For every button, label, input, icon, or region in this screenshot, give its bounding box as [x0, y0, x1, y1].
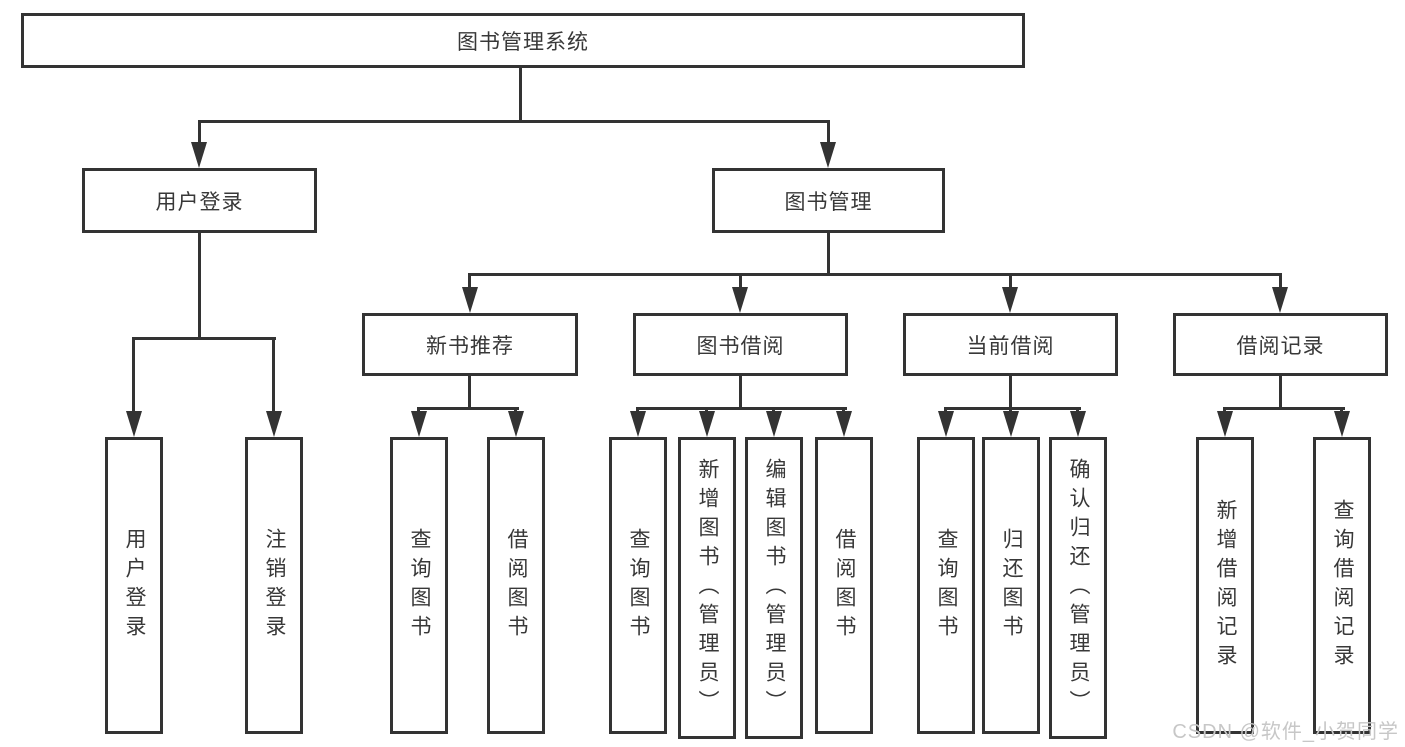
- node-root: 图书管理系统: [21, 13, 1025, 68]
- node-book-mgmt: 图书管理: [712, 168, 945, 233]
- leaf-current-query-books: 查询图书: [917, 437, 975, 734]
- arrow-current-query: [938, 411, 954, 437]
- arrow-user-login: [191, 142, 207, 168]
- connector-newbook-vertical: [468, 376, 471, 409]
- node-current-borrow: 当前借阅: [903, 313, 1118, 376]
- arrow-leaf-login: [126, 411, 142, 437]
- arrow-newbook-borrowbook: [508, 411, 524, 437]
- node-root-label: 图书管理系统: [457, 30, 589, 54]
- connector-user-login-horizontal: [132, 337, 276, 340]
- leaf-borrow-add-books-admin: 新增图书（管理员）: [678, 437, 736, 739]
- connector-current-vertical: [1009, 376, 1012, 409]
- leaf-records-add-record-label: 新增借阅记录: [1214, 498, 1237, 673]
- leaf-records-query-record: 查询借阅记录: [1313, 437, 1371, 734]
- node-borrow-records-label: 借阅记录: [1236, 334, 1325, 358]
- node-user-login-label: 用户登录: [155, 190, 244, 214]
- leaf-records-add-record: 新增借阅记录: [1196, 437, 1254, 734]
- connector-stem-current: [1009, 273, 1012, 291]
- connector-records-horizontal: [1223, 407, 1345, 410]
- leaf-user-login: 用户登录: [105, 437, 163, 734]
- arrow-current: [1002, 287, 1018, 313]
- connector-user-login-vertical: [198, 233, 201, 339]
- leaf-borrow-borrow-books-label: 借阅图书: [833, 527, 856, 644]
- connector-borrow-vertical: [739, 376, 742, 409]
- leaf-logout-label: 注销登录: [263, 527, 286, 644]
- connector-stem-leaf-login: [132, 337, 135, 417]
- arrow-borrow-borrowbook: [836, 411, 852, 437]
- connector-newbook-horizontal: [417, 407, 519, 410]
- arrow-book-mgmt: [820, 142, 836, 168]
- node-borrow-records: 借阅记录: [1173, 313, 1388, 376]
- node-book-borrow-label: 图书借阅: [696, 334, 785, 358]
- connector-stem-leaf-logout: [272, 337, 275, 417]
- connector-book-mgmt-vertical: [827, 233, 830, 275]
- arrow-current-return: [1003, 411, 1019, 437]
- leaf-borrow-query-books: 查询图书: [609, 437, 667, 734]
- leaf-borrow-edit-books-admin: 编辑图书（管理员）: [745, 437, 803, 739]
- node-current-borrow-label: 当前借阅: [966, 334, 1055, 358]
- arrow-newbook: [462, 287, 478, 313]
- connector-stem-records: [1279, 273, 1282, 291]
- connector-stem-book-mgmt: [827, 120, 830, 146]
- leaf-current-query-books-label: 查询图书: [935, 527, 958, 644]
- connector-stem-borrow: [739, 273, 742, 291]
- connector-borrow-horizontal: [636, 407, 847, 410]
- connector-stem-user-login: [198, 120, 201, 146]
- leaf-logout: 注销登录: [245, 437, 303, 734]
- leaf-newbook-query-books-label: 查询图书: [408, 527, 431, 644]
- arrow-current-confirm: [1070, 411, 1086, 437]
- arrow-borrow: [732, 287, 748, 313]
- node-user-login: 用户登录: [82, 168, 317, 233]
- connector-level2-horizontal: [198, 120, 830, 123]
- leaf-current-confirm-return-admin-label: 确认归还（管理员）: [1067, 457, 1090, 719]
- leaf-borrow-query-books-label: 查询图书: [627, 527, 650, 644]
- leaf-borrow-add-books-admin-label: 新增图书（管理员）: [696, 457, 719, 719]
- leaf-newbook-borrow-books: 借阅图书: [487, 437, 545, 734]
- connector-root-vertical: [519, 68, 522, 122]
- arrow-records-query: [1334, 411, 1350, 437]
- node-newbook-recommend-label: 新书推荐: [426, 334, 514, 358]
- node-book-borrow: 图书借阅: [633, 313, 848, 376]
- arrow-borrow-query: [630, 411, 646, 437]
- arrow-newbook-query: [411, 411, 427, 437]
- leaf-user-login-label: 用户登录: [123, 527, 146, 644]
- arrow-records-add: [1217, 411, 1233, 437]
- leaf-borrow-edit-books-admin-label: 编辑图书（管理员）: [763, 457, 786, 719]
- arrow-borrow-edit: [766, 411, 782, 437]
- leaf-newbook-query-books: 查询图书: [390, 437, 448, 734]
- connector-level3-horizontal: [468, 273, 1282, 276]
- leaf-borrow-borrow-books: 借阅图书: [815, 437, 873, 734]
- connector-current-horizontal: [944, 407, 1081, 410]
- csdn-watermark: CSDN @软件_小贺同学: [1172, 721, 1399, 743]
- leaf-current-confirm-return-admin: 确认归还（管理员）: [1049, 437, 1107, 739]
- connector-stem-newbook: [468, 273, 471, 291]
- leaf-records-query-record-label: 查询借阅记录: [1331, 498, 1354, 673]
- leaf-current-return-books: 归还图书: [982, 437, 1040, 734]
- arrow-leaf-logout: [266, 411, 282, 437]
- arrow-borrow-add: [699, 411, 715, 437]
- node-newbook-recommend: 新书推荐: [362, 313, 578, 376]
- node-book-mgmt-label: 图书管理: [784, 190, 873, 214]
- leaf-newbook-borrow-books-label: 借阅图书: [505, 527, 528, 644]
- leaf-current-return-books-label: 归还图书: [1000, 527, 1023, 644]
- arrow-records: [1272, 287, 1288, 313]
- connector-records-vertical: [1279, 376, 1282, 409]
